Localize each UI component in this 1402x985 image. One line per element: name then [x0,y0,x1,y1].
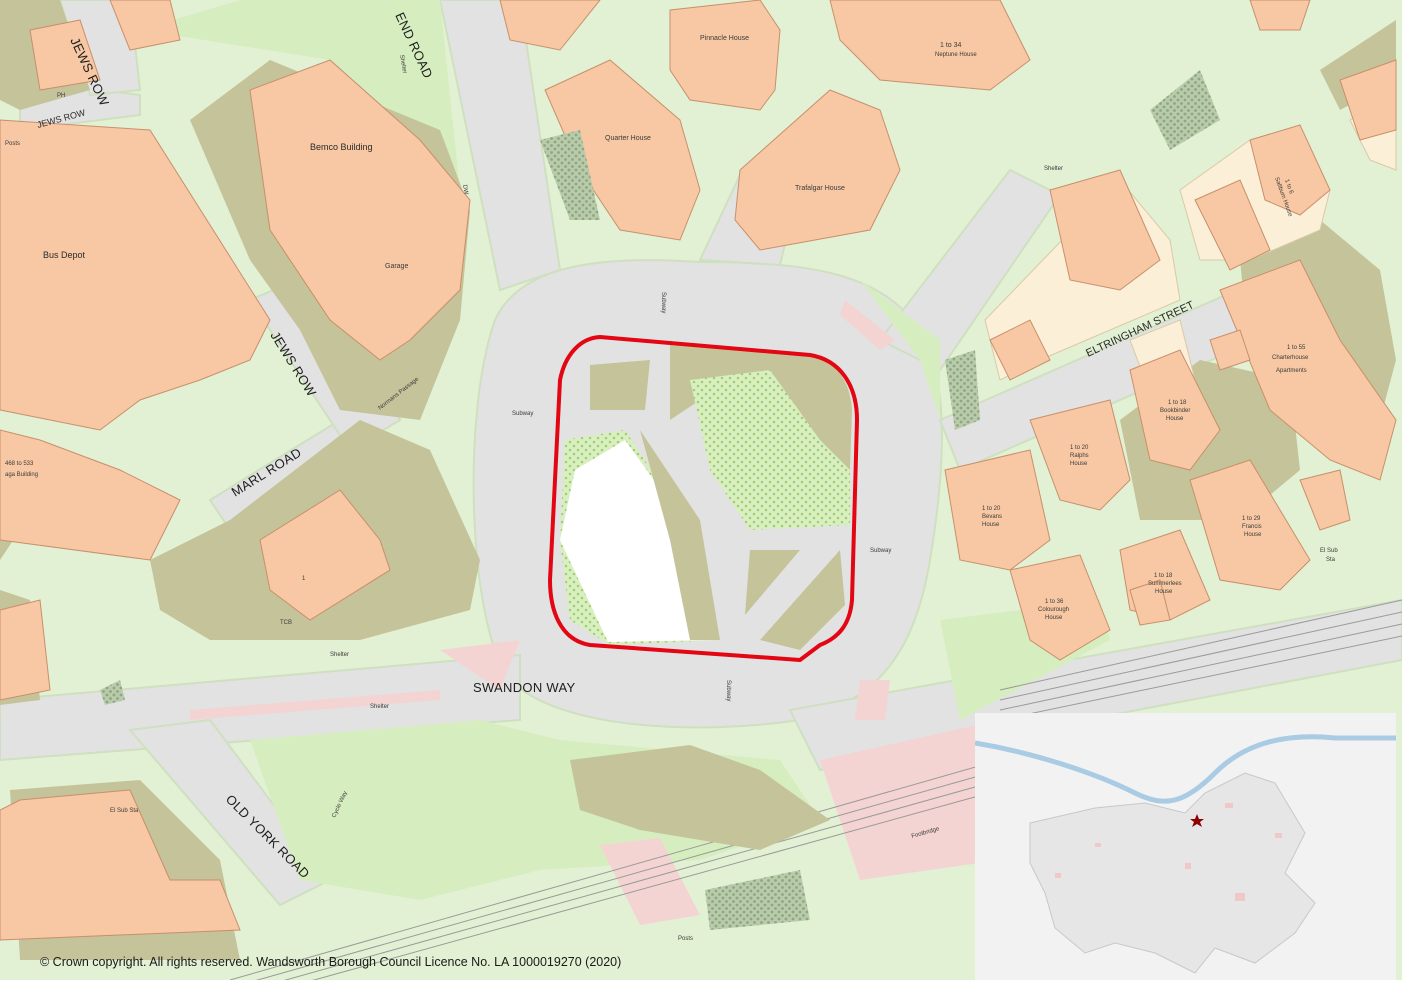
bookbinder-house [1129,349,1221,471]
label-neptune: 1 to 34 [940,42,962,49]
label-el-sub-sta-right2: Sta [1326,557,1336,563]
inset-borough-map [974,713,1396,980]
label-summerlees-sub2: House [1155,589,1173,595]
label-garage: Garage [385,263,408,270]
label-charterhouse-sub2: Apartments [1276,368,1307,374]
label-ph: PH [57,93,65,99]
label-dw: DW [461,184,469,195]
label-shelter-3: Shelter [1044,166,1063,172]
label-colourough-sub2: House [1045,615,1063,621]
label-bookbinder: 1 to 18 [1168,400,1187,406]
saga-building [0,429,181,561]
label-tcb: TCB [280,620,292,626]
label-summerlees-sub: Summerlees [1148,581,1182,587]
bemco-building [249,59,471,361]
label-bemco: Bemco Building [310,142,373,152]
label-charterhouse-sub: Charterhouse [1272,355,1309,361]
label-bookbinder-sub: Bookbinder [1160,408,1190,414]
label-bevans: 1 to 20 [982,506,1001,512]
francis-house [1189,459,1311,591]
label-shelter-1: Shelter [330,652,349,658]
label-bus-depot: Bus Depot [43,250,86,260]
ralph-house [1029,399,1131,511]
site-boundary-outline [548,335,859,662]
label-charterhouse: 1 to 55 [1287,345,1306,351]
label-summerlees: 1 to 18 [1154,573,1173,579]
label-one: 1 [302,576,306,582]
building-1 [259,489,391,621]
neptune-house [829,0,1031,91]
pinnacle-house [669,0,781,111]
label-subway-1: Subway [512,411,533,417]
buildings [0,0,1397,941]
copyright-notice: © Crown copyright. All rights reserved. … [40,955,622,969]
label-ralph-sub: Ralphs [1070,453,1089,459]
inset-locator-map [974,713,1396,980]
bus-depot-building [0,119,271,431]
label-pinnacle: Pinnacle House [700,35,749,42]
label-francis-sub2: House [1244,532,1262,538]
label-el-sub-sta-left: El Sub Sta [110,808,139,814]
label-el-sub-sta-right: El Sub [1320,548,1338,554]
inset-patches [1055,803,1282,901]
label-bookbinder-sub2: House [1166,416,1184,422]
saltburn-house [1249,124,1331,216]
label-ralph-sub2: House [1070,461,1088,467]
label-saltburn: 1 to 6 [1283,179,1294,196]
label-bevans-sub: Bevans [982,514,1002,520]
gray-hatched-areas [100,70,1220,930]
railway-tracks [229,599,1402,980]
railway-areas [190,300,1000,925]
label-colourough: 1 to 36 [1045,599,1064,605]
trafalgar-house [734,89,901,251]
label-neptune-sub: Neptune House [935,52,977,58]
label-ralph: 1 to 20 [1070,445,1089,451]
inset-river [974,734,1396,804]
label-francis-sub: Francis [1242,524,1262,530]
bevans-house [944,449,1051,571]
colourough-house [1009,554,1111,661]
label-subway-4: Subway [725,680,731,701]
inset-borough-outline [1029,772,1316,974]
label-posts-left: Posts [5,141,20,147]
label-subway-3: Subway [660,292,666,313]
label-subway-2: Subway [870,548,891,554]
label-posts-bottom: Posts [678,936,693,942]
label-francis: 1 to 29 [1242,516,1261,522]
label-saga-sub: aga Building [5,472,38,478]
location-star-icon [1190,814,1204,827]
label-bevans-sub2: House [982,522,1000,528]
label-shelter-2: Shelter [370,704,389,710]
label-colourough-sub: Colourough [1038,607,1069,613]
label-shelter-4: Shelter [398,54,407,74]
road-label-swandon-way: SWANDON WAY [473,680,576,695]
site-area [550,337,855,660]
label-quarter: Quarter House [605,135,651,142]
charterhouse-apartments [1219,259,1397,481]
label-saga: 468 to 533 [5,461,34,467]
label-trafalgar: Trafalgar House [795,185,845,192]
